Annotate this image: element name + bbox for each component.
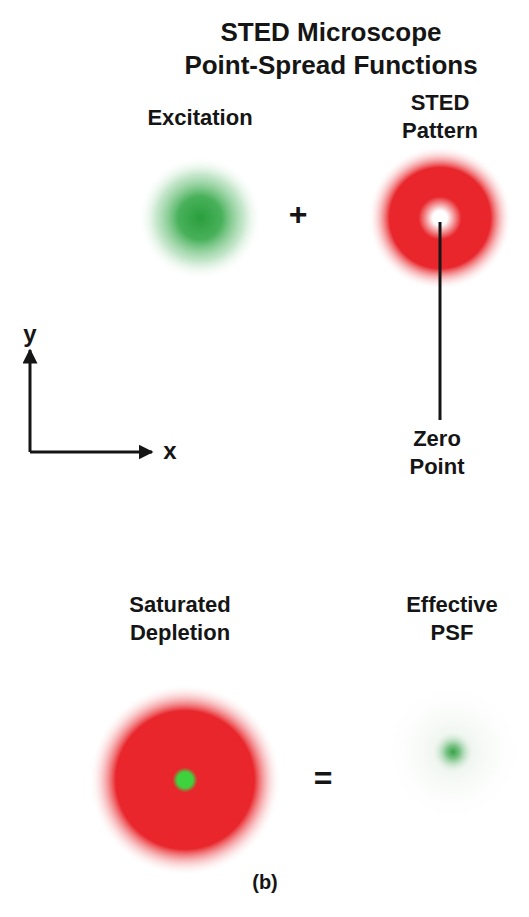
operator-symbol: = — [314, 758, 333, 798]
panel-heading: Effective PSF — [395, 591, 509, 646]
effective-psf-spot — [431, 730, 475, 774]
panel-heading: Saturated Depletion — [112, 591, 248, 646]
panel-heading: Excitation — [147, 104, 252, 132]
callout-label: Zero Point — [397, 425, 476, 480]
saturated-depletion-spot — [89, 684, 281, 876]
figure-caption: (b) — [252, 870, 278, 895]
y-axis-arrow — [29, 350, 32, 452]
axis-label: y — [23, 319, 36, 349]
diagram-title: STED Microscope Point-Spread Functions — [182, 16, 480, 81]
excitation-spot — [138, 156, 262, 280]
psf-halo — [378, 677, 528, 827]
operator-symbol: + — [289, 194, 308, 234]
leader-line — [439, 222, 442, 420]
axis-label: x — [163, 436, 176, 466]
panel-heading: STED Pattern — [389, 89, 490, 144]
x-axis-arrow — [30, 451, 152, 454]
